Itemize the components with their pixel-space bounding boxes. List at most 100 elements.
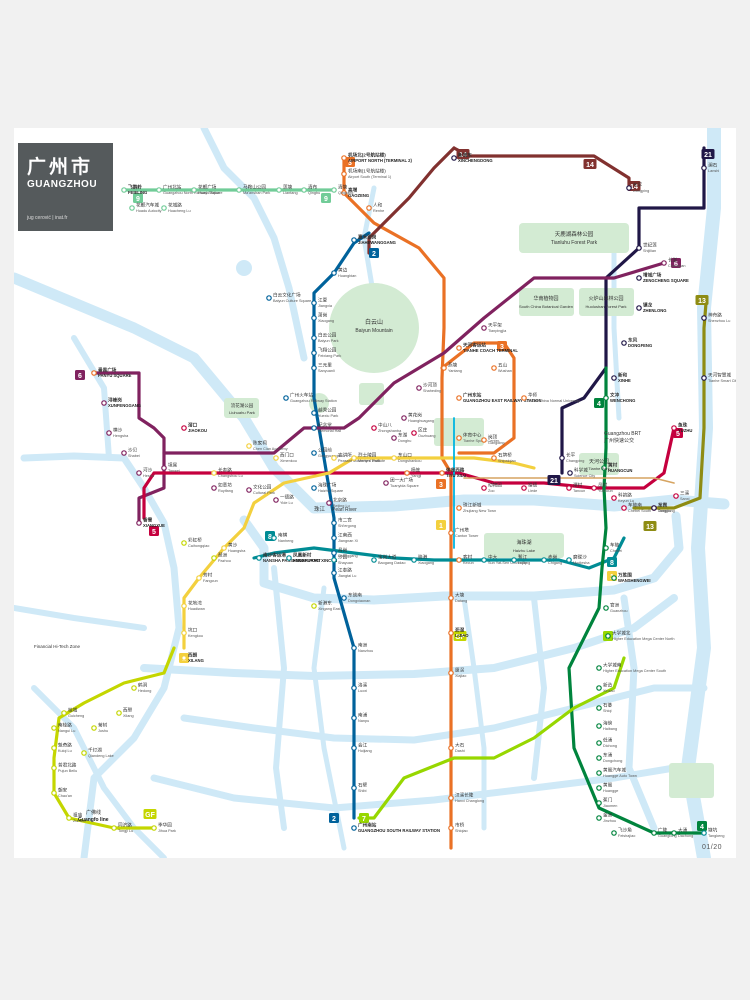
landmark-baiyun-en: Baiyun Mountain <box>355 328 392 334</box>
line-badge-number: 8 <box>610 560 614 567</box>
station-dot <box>211 555 217 561</box>
station-dot <box>351 825 357 831</box>
river-south-a <box>140 594 678 680</box>
badge-layer: 399141414212126613135533448811177GFGF2 <box>75 149 715 831</box>
station-name-en: FENGHUANG XINCUN <box>293 558 337 563</box>
station-dot <box>341 171 347 177</box>
station-dot <box>181 655 187 661</box>
station-name-cn: 广州东站 <box>463 392 482 399</box>
station-dot <box>404 470 410 476</box>
station-dot <box>448 595 454 601</box>
line-1-path <box>182 456 536 650</box>
station-name-en: Dongpu <box>658 509 671 513</box>
station-name-cn: 鱼珠 <box>678 422 688 429</box>
station-name-cn: 大塘 <box>455 592 465 599</box>
station-name-en: Huadiwan <box>188 607 205 611</box>
station-dot <box>266 295 272 301</box>
line-badge-b3c: 3 <box>436 479 446 489</box>
station-name-cn: 燕塘 <box>448 362 458 369</box>
station-name-en: Shiqiao <box>455 829 468 833</box>
station-name-en: Guicheng <box>68 714 84 718</box>
station-name-cn: 海傍 <box>603 720 613 727</box>
station-dot <box>66 815 72 821</box>
station-dot <box>566 485 572 491</box>
station-name-en: Dongshankou <box>398 459 421 463</box>
station-name-en: Donghu <box>398 439 411 443</box>
station-name-cn: 石壁 <box>358 782 368 789</box>
station-name-en: Xilang <box>123 714 134 718</box>
station-name-en: Yide Lu <box>280 501 293 505</box>
station-dot <box>311 410 317 416</box>
station-name-cn: 季华园 <box>158 822 172 829</box>
station-name-cn: 世纪莲 <box>643 242 657 249</box>
station-name-en: Ximenkou <box>280 459 297 463</box>
station-name-cn: 珠江新城 <box>463 502 482 509</box>
station-name-en: Higher Education Mega Center South <box>603 669 666 673</box>
station-name-cn: 新造 <box>603 682 613 689</box>
station-name-en: Shaheding <box>423 389 441 393</box>
station-dot <box>351 237 357 243</box>
station-dot <box>391 435 397 441</box>
station-name-en: Tongji Lu <box>118 829 133 833</box>
station-dot <box>221 545 227 551</box>
station-dot <box>416 385 422 391</box>
station-name-cn: 蕉门 <box>603 797 613 804</box>
small-park-a <box>359 383 384 405</box>
station-name-cn: 鹭江 <box>518 554 528 561</box>
station-dot <box>351 785 357 791</box>
station-name-en: Sanyuanli <box>318 369 335 373</box>
station-name-cn: 中大 <box>488 554 498 561</box>
line-badge-number: 9 <box>324 196 328 203</box>
station-name-en: Qiandeng Lake <box>88 754 114 758</box>
station-name-en: ZHENLONG <box>643 308 667 313</box>
station-dot <box>81 750 87 756</box>
station-dot <box>191 187 197 193</box>
station-dot <box>196 575 202 581</box>
station-dot <box>351 455 357 461</box>
station-name-en: Dichong <box>603 744 617 748</box>
station-name-en: XINCHENGDONG <box>458 158 493 163</box>
station-name-en: Zhongshanba <box>378 429 402 433</box>
station-name-cn: 金洲 <box>603 812 613 818</box>
station-dot <box>311 485 317 491</box>
station-name-cn: 三元里 <box>318 363 332 369</box>
station-name-cn: 体育西路 <box>446 467 465 474</box>
station-name-en: Baogang Dadao <box>378 561 405 565</box>
line-badge-bg <box>607 557 617 567</box>
station-name-en: Huacheng Lu <box>168 209 191 213</box>
station-dot <box>671 425 677 431</box>
guangfo-label-cn: 广佛线 <box>86 809 101 816</box>
line-badge-b8b: 8 <box>607 557 617 567</box>
station-name-cn: 长湴 <box>668 257 678 264</box>
station-name-cn: 文化公园 <box>253 484 272 491</box>
station-name-cn: 飞鹅岭 <box>128 184 142 191</box>
station-name-cn: 花都汽车城 <box>136 202 159 209</box>
station-name-en: Dongchong <box>603 759 622 763</box>
station-name-cn: 新城东 <box>458 152 472 159</box>
station-name-en: Beijing Lu <box>333 504 350 508</box>
line-5-path <box>142 426 676 520</box>
line-badge-b14a: 14 <box>456 149 470 159</box>
station-name-en: Baiyun Park <box>318 339 339 343</box>
station-name-en: Guanzhou <box>610 609 628 613</box>
station-name-cn: 岗顶 <box>488 434 498 441</box>
station-airport-south-terminal-1: 机场南(1号航站楼)Airport South (Terminal 1) <box>341 168 392 179</box>
station-dot <box>91 725 97 731</box>
